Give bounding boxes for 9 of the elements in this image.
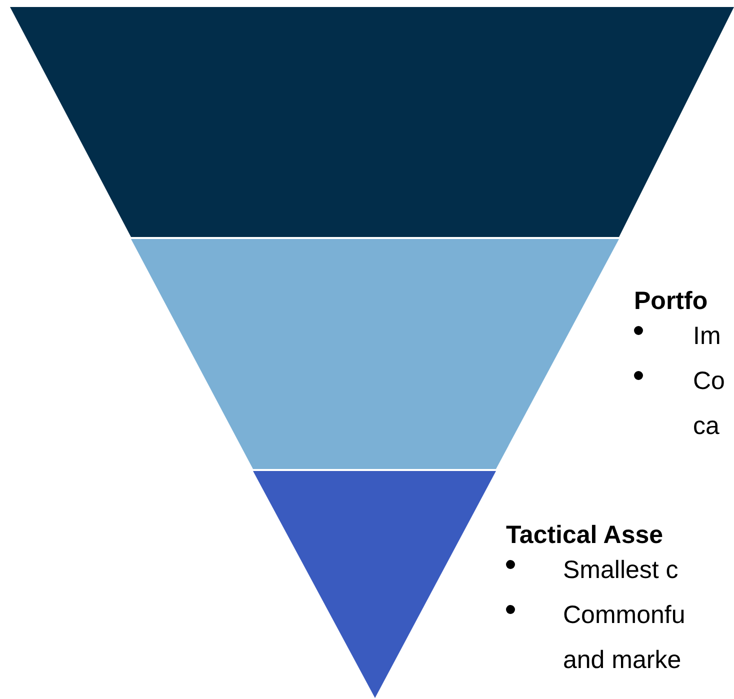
bullet-text: Smallest c bbox=[563, 555, 680, 586]
funnel-tip-band bbox=[253, 471, 496, 698]
funnel-band bbox=[10, 7, 734, 237]
bullet-text: Commonfu and marke bbox=[563, 600, 686, 676]
section-heading: Tactical Asse bbox=[506, 520, 664, 550]
funnel-band bbox=[131, 239, 619, 469]
bullet-text: Im bbox=[693, 321, 722, 352]
bullet-text: Co ca bbox=[693, 366, 726, 442]
section-heading: Portfo bbox=[634, 286, 709, 316]
